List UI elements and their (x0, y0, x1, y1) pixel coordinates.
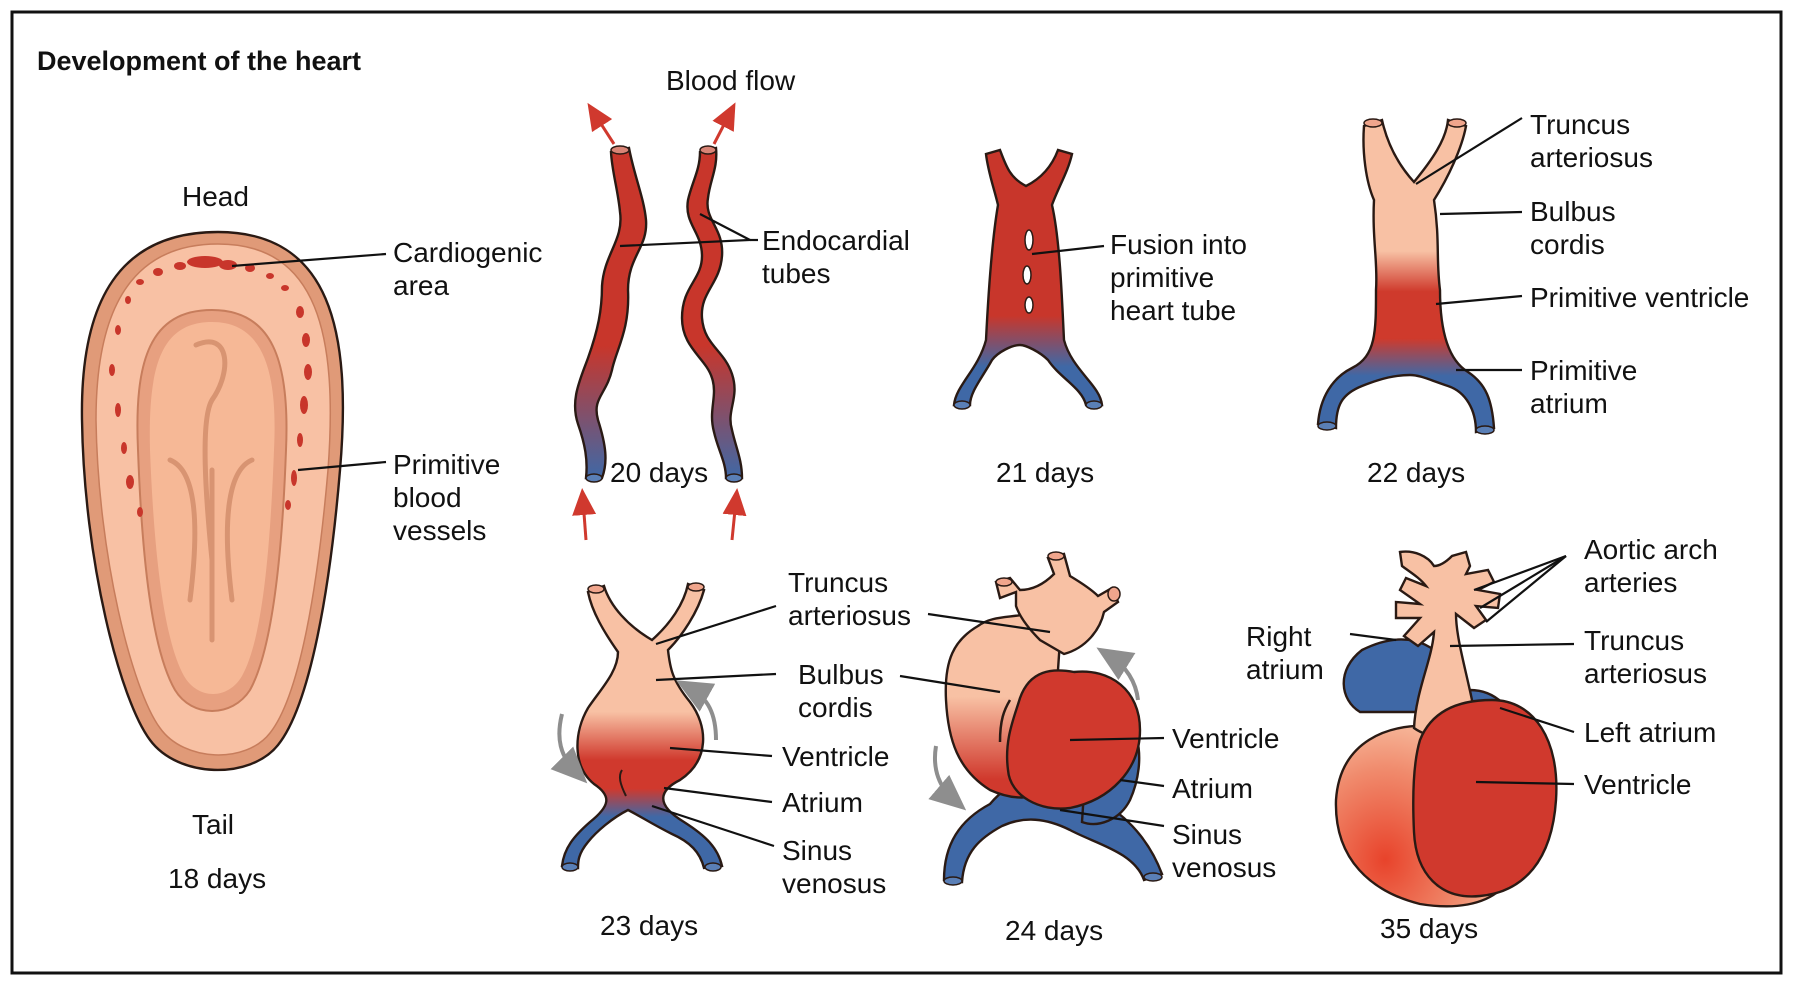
label-vessels-line2: blood (393, 482, 462, 513)
label-35-right-atrium-line1: Right (1246, 621, 1312, 652)
label-endocardial-line1: Endocardial (762, 225, 910, 256)
label-fusion-line2: primitive (1110, 262, 1214, 293)
stage-21-days: Fusion into primitive heart tube 21 days (952, 148, 1247, 488)
svg-text:Sinus: Sinus (782, 835, 852, 866)
label-23-sinus-line2: venosus (782, 868, 886, 899)
svg-text:Right: Right (1246, 621, 1312, 652)
label-vessels-line1: Primitive (393, 449, 500, 480)
label-tail: Tail (192, 809, 234, 840)
caption-18-days: 18 days (168, 863, 266, 894)
svg-text:vessels: vessels (393, 515, 486, 546)
label-22-primitive-ventricle: Primitive ventricle (1530, 282, 1749, 313)
label-35-aortic-line1: Aortic arch (1584, 534, 1718, 565)
label-35-left-atrium: Left atrium (1584, 717, 1716, 748)
svg-text:Truncus: Truncus (1584, 625, 1684, 656)
stage-23-days: Truncus arteriosus Bulbus cordis Ventric… (550, 567, 911, 941)
label-cardiogenic-line2: area (393, 270, 449, 301)
label-24-atrium: Atrium (1172, 773, 1253, 804)
svg-text:Primitive: Primitive (393, 449, 500, 480)
svg-text:Fusion into: Fusion into (1110, 229, 1247, 260)
label-22-bulbus-line1: Bulbus (1530, 196, 1616, 227)
label-23-atrium: Atrium (782, 787, 863, 818)
svg-text:Aortic arch: Aortic arch (1584, 534, 1718, 565)
svg-text:tubes: tubes (762, 258, 831, 289)
caption-22-days: 22 days (1367, 457, 1465, 488)
caption-23-days: 23 days (600, 910, 698, 941)
label-fusion-line3: heart tube (1110, 295, 1236, 326)
label-23-truncus-line2: arteriosus (788, 600, 911, 631)
label-23-truncus-line1: Truncus (788, 567, 888, 598)
stage-24-days: Ventricle Atrium Sinus venosus 24 days (899, 551, 1279, 946)
svg-text:primitive: primitive (1110, 262, 1214, 293)
label-35-ventricle: Ventricle (1584, 769, 1691, 800)
caption-20-days: 20 days (610, 457, 708, 488)
label-35-truncus-line2: arteriosus (1584, 658, 1707, 689)
svg-text:arteriosus: arteriosus (1584, 658, 1707, 689)
svg-text:heart tube: heart tube (1110, 295, 1236, 326)
label-23-ventricle: Ventricle (782, 741, 889, 772)
svg-text:Primitive: Primitive (1530, 355, 1637, 386)
label-35-right-atrium-line2: atrium (1246, 654, 1324, 685)
svg-text:Sinus: Sinus (1172, 819, 1242, 850)
label-22-atrium-line1: Primitive (1530, 355, 1637, 386)
label-23-bulbus-line2: cordis (798, 692, 873, 723)
svg-text:atrium: atrium (1246, 654, 1324, 685)
label-fusion-line1: Fusion into (1110, 229, 1247, 260)
label-23-bulbus-line1: Bulbus (798, 659, 884, 690)
label-endocardial-line2: tubes (762, 258, 831, 289)
svg-text:venosus: venosus (782, 868, 886, 899)
label-blood-flow: Blood flow (666, 65, 796, 96)
label-cardiogenic-line1: Cardiogenic (393, 237, 542, 268)
svg-text:Bulbus: Bulbus (1530, 196, 1616, 227)
label-24-sinus-line2: venosus (1172, 852, 1276, 883)
caption-35-days: 35 days (1380, 913, 1478, 944)
stage-35-days: Aortic arch arteries Right atrium Truncu… (1246, 534, 1718, 944)
embryo-18-days: Head Cardiogenic area Primitive blood ve… (80, 181, 542, 894)
svg-text:area: area (393, 270, 449, 301)
svg-text:blood: blood (393, 482, 462, 513)
figure-frame (10, 10, 1783, 975)
label-35-aortic-line2: arteries (1584, 567, 1677, 598)
svg-text:Endocardial: Endocardial (762, 225, 910, 256)
svg-text:cordis: cordis (1530, 229, 1605, 260)
caption-24-days: 24 days (1005, 915, 1103, 946)
svg-text:cordis: cordis (798, 692, 873, 723)
label-23-sinus-line1: Sinus (782, 835, 852, 866)
svg-text:arteries: arteries (1584, 567, 1677, 598)
figure-title: Development of the heart (37, 46, 361, 76)
label-22-truncus-line2: arteriosus (1530, 142, 1653, 173)
label-vessels-line3: vessels (393, 515, 486, 546)
svg-text:arteriosus: arteriosus (788, 600, 911, 631)
svg-text:arteriosus: arteriosus (1530, 142, 1653, 173)
stage-20-days: Blood flow Endocardial tubes 20 days (572, 65, 910, 541)
svg-text:atrium: atrium (1530, 388, 1608, 419)
svg-text:Truncus: Truncus (788, 567, 888, 598)
label-24-sinus-line1: Sinus (1172, 819, 1242, 850)
svg-text:venosus: venosus (1172, 852, 1276, 883)
label-35-truncus-line1: Truncus (1584, 625, 1684, 656)
label-22-truncus-line1: Truncus (1530, 109, 1630, 140)
label-head: Head (182, 181, 249, 212)
svg-text:Cardiogenic: Cardiogenic (393, 237, 542, 268)
label-22-bulbus-line2: cordis (1530, 229, 1605, 260)
caption-21-days: 21 days (996, 457, 1094, 488)
cardiogenic-cells (109, 256, 312, 517)
stage-22-days: Truncus arteriosus Bulbus cordis Primiti… (1316, 109, 1749, 488)
svg-text:Truncus: Truncus (1530, 109, 1630, 140)
label-24-ventricle: Ventricle (1172, 723, 1279, 754)
svg-text:Bulbus: Bulbus (798, 659, 884, 690)
label-22-atrium-line2: atrium (1530, 388, 1608, 419)
